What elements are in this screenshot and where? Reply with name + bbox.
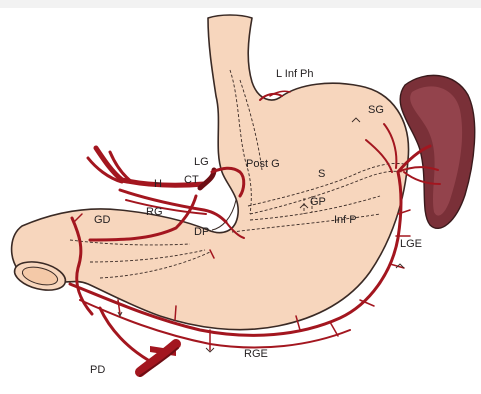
label-sg: SG [368, 104, 384, 116]
label-pd: PD [90, 364, 105, 376]
label-rge: RGE [244, 348, 268, 360]
label-ct: CT [184, 174, 199, 186]
label-gd: GD [94, 214, 111, 226]
label-gp: GP [310, 196, 326, 208]
label-l-inf-ph: L Inf Ph [276, 68, 314, 80]
stomach [12, 15, 409, 330]
label-inf-p: Inf P [334, 214, 357, 226]
label-rg: RG [146, 206, 163, 218]
label-lg: LG [194, 156, 209, 168]
label-lge: LGE [400, 238, 422, 250]
spleen [400, 75, 475, 228]
label-post-g: Post G [246, 158, 280, 170]
label-s: S [318, 168, 325, 180]
label-dp: DP [194, 226, 209, 238]
label-h: H [154, 178, 162, 190]
